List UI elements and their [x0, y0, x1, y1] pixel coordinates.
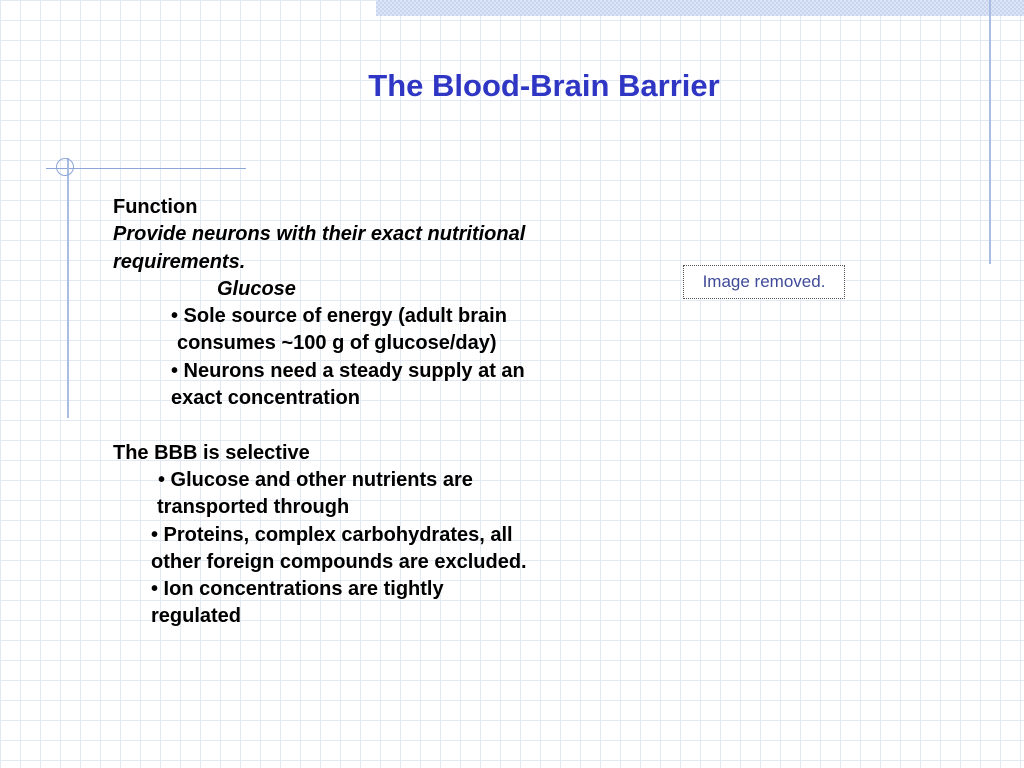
left-horizontal-decorative-line — [46, 168, 246, 169]
slide-body: Function Provide neurons with their exac… — [113, 194, 613, 631]
heading-function: Function — [113, 196, 198, 218]
subheading-glucose: Glucose — [217, 277, 296, 300]
bullet-ion-line-2: regulated — [151, 605, 242, 628]
function-description-line-2: requirements. — [113, 250, 246, 273]
bullet-supply-line-1: • Neurons need a steady supply at an — [171, 359, 525, 382]
decorative-circle-icon — [56, 158, 74, 176]
bullet-energy-line-2: consumes ~100 g of glucose/day) — [177, 332, 497, 355]
bullet-nutrients-line-2: transported through — [157, 496, 350, 519]
right-decorative-line — [989, 0, 991, 264]
slide-title: The Blood-Brain Barrier — [368, 68, 720, 103]
function-description-line-1: Provide neurons with their exact nutriti… — [113, 223, 526, 246]
spacer — [113, 412, 613, 439]
heading-bbb-selective: The BBB is selective — [113, 441, 310, 464]
bullet-proteins-line-1: • Proteins, complex carbohydrates, all — [151, 523, 513, 546]
bullet-nutrients-line-1: • Glucose and other nutrients are — [158, 468, 473, 491]
bullet-energy-line-1: • Sole source of energy (adult brain — [171, 305, 507, 328]
image-removed-placeholder: Image removed. — [683, 265, 845, 299]
left-vertical-decorative-line — [67, 158, 69, 418]
bullet-proteins-line-2: other foreign compounds are excluded. — [151, 550, 527, 573]
top-decorative-strip — [376, 0, 1024, 16]
bullet-supply-line-2: exact concentration — [171, 387, 360, 410]
bullet-ion-line-1: • Ion concentrations are tightly — [151, 578, 444, 601]
